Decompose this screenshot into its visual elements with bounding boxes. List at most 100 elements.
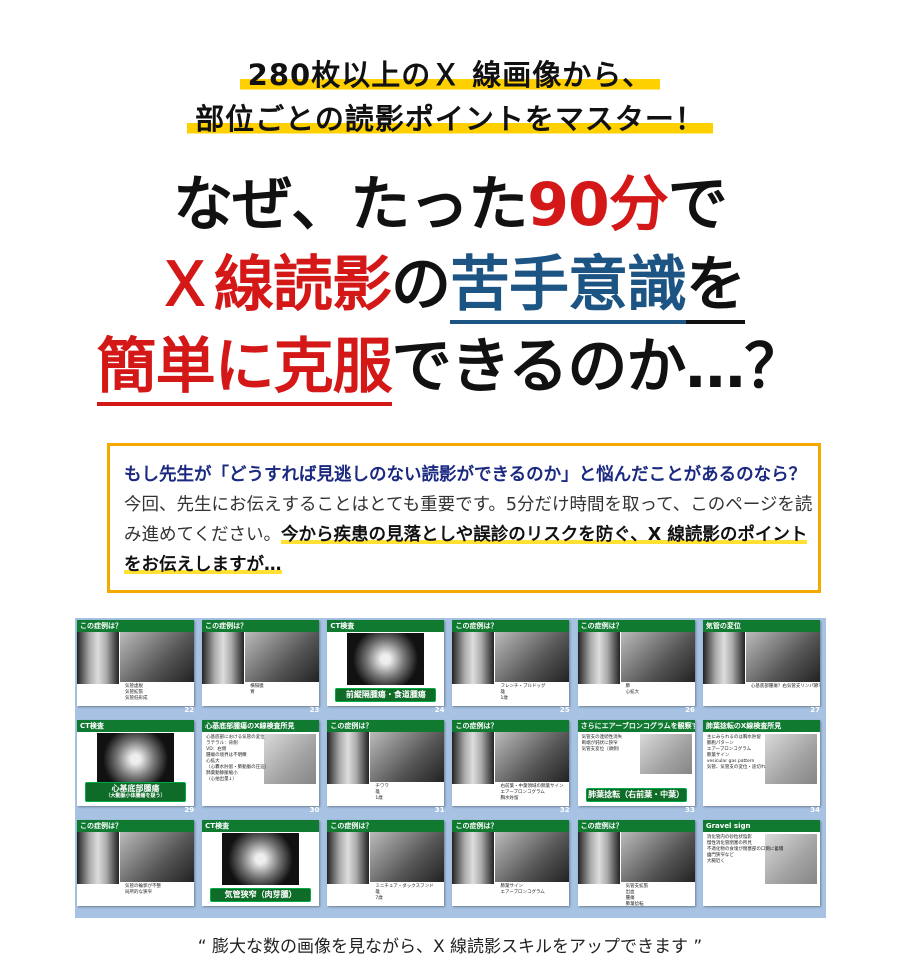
xray-image-lateral [495,732,570,782]
slide-cell: CT検査心基底部腫瘍（大動脈小体腫瘍を疑う）29 [75,718,200,818]
slide-number: 24 [434,706,445,714]
slide-bullet: 1歳 [375,796,383,801]
slide-bullet: 気管拡張 [125,690,143,695]
xray-image [639,734,692,774]
slide-cell: CT検査気管狭窄（肉芽腫） [200,818,325,918]
slide-bullet: （心嚢水貯留・肺動脈の圧迫） [206,765,270,770]
xray-image-lateral [120,632,194,682]
slide-bullet: エアーブロンコグラム [706,747,752,752]
slide-bullet: 出血 [625,890,635,895]
slide-bullet: 肺葉サイン [706,753,730,758]
xray-image-vd [577,832,620,884]
slide-bullet: 7歳 [375,896,383,901]
slide-bullet: 気管、気管支の変位・途切れ [706,765,766,770]
slide-bullet: ラテラル：背側 [206,741,238,746]
slide-bullets: 気管の輪郭が不整局所的な狭窄 [125,884,161,896]
slide-title: この症例は？ [77,620,194,632]
slide-number: 26 [685,706,695,714]
intro-text: 今回、先生にお伝えすることはとても重要です。5分だけ時間を取って、このページを読… [124,495,813,545]
slide-bullet: 局所的な狭窄 [125,890,152,895]
slide-bullet: （心拍出量↓） [206,777,237,782]
slide-title: CT検査 [77,720,194,732]
xray-image-vd [77,632,119,684]
slide-title: この症例は？ [327,820,445,832]
slide-title: この症例は？ [202,620,320,632]
slide-title: Gravel sign [702,820,820,832]
xray-image-vd [452,832,495,884]
slide-banner: 心基底部腫瘍（大動脈小体腫瘍を疑う） [85,782,186,802]
slide-bullet: 胸水貯留 [500,796,519,801]
headline-line-2: Ｘ線読影の苦手意識を [0,250,900,324]
slide-thumbnail: この症例は？気管支拡張出血腫瘍肺葉捻転 [577,820,695,906]
slide-number: 23 [309,706,320,714]
slide-bullets: 右前葉・中葉領域の肺葉サインエアーブロンコグラム胸水貯留 [500,784,563,802]
ct-image [97,733,174,785]
subheadline-line-2: 部位ごとの読影ポイントをマスター！ [0,96,900,138]
slide-bullet: 心拡大 [625,690,640,695]
slide-title: CT検査 [202,820,320,832]
subheadline-line-1: 280枚以上のＸ 線画像から、 [0,52,900,94]
slide-bullet: 雄 [375,890,380,895]
slide-bullet: 気管支拡張 [625,884,649,889]
slide-bullet: 肺胞パターン [706,741,734,746]
slide-thumbnail: この症例は？ 気管虚脱気管拡張気管低形成 [77,620,194,706]
slide-bullet: 腫瘍の境界は不明瞭 [206,753,247,758]
caption: “ 膨大な数の画像を見ながら、X 線読影スキルをアップできます ” [197,937,703,957]
ct-image [347,633,425,685]
slide-title: 肺葉捻転のX線検査所見 [702,720,820,732]
slide-title: さらにエアーブロンコグラムを観察すると [577,720,695,732]
slide-bullet: 気管低形成 [125,696,148,701]
slide-bullets: 横隔膜胃 [250,684,264,696]
headline-line-1: なぜ、たった90分で [173,170,728,240]
slide-bullet: 気管の輪郭が不整 [125,884,161,889]
slide-bullet: 胃 [250,690,255,695]
slide-title: この症例は？ [452,720,570,732]
slide-bullet: vesicular gas pattern [706,759,755,764]
slide-bullet: 気管支の連続性消失 [581,735,623,740]
xray-image-vd [577,632,620,684]
slide-bullet: 消化管内の砂粒状陰影 [706,835,752,840]
slide-bullet: 肺葉捻転 [625,902,644,906]
intro-box: もし先生が「どうすれば見逃しのない読影ができるのか」と悩んだことがあるのなら？ … [107,443,821,593]
slide-number: 34 [810,806,820,814]
xray-image-lateral [495,632,570,682]
slide-thumbnail: CT検査前縦隔腫瘍・食道腫瘍 [327,620,445,706]
slide-bullets: 心基底部腫瘍？右気管支リンパ節？ [751,684,820,690]
xray-image-lateral [370,732,445,782]
slide-bullet: VD：右側 [206,747,227,752]
slide-thumbnail: この症例は？ 横隔膜胃 [202,620,320,706]
slide-title: CT検査 [327,620,445,632]
xray-image-vd [702,632,745,684]
slide-number: 30 [309,806,320,814]
slide-thumbnail: 肺葉捻転のX線検査所見主にみられるのは胸水貯留肺胞パターンエアーブロンコグラム肺… [702,720,820,806]
slide-cell: この症例は？肺葉サインエアーブロンコグラム [450,818,575,918]
slide-title: この症例は？ [327,720,445,732]
slide-bullets: 気管支の連続性消失断端が鈍状に狭窄気管支変位（頭側） [582,735,623,753]
slide-bullets: 肺心拡大 [626,684,640,696]
slide-bullet: 心基底部腫瘍？右気管支リンパ節？ [750,684,820,689]
slide-bullet: 雄 [500,690,505,695]
slide-banner: 前縦隔腫瘍・食道腫瘍 [335,688,437,702]
slide-thumbnail: この症例は？ 右前葉・中葉領域の肺葉サインエアーブロンコグラム胸水貯留 [452,720,570,806]
slide-bullet: 心拡大 [206,759,220,764]
slide-thumbnail: この症例は？肺葉サインエアーブロンコグラム [452,820,570,906]
slide-bullet: チワワ [375,784,389,789]
slide-bullet: 気管虚脱 [125,684,143,689]
slide-bullet: 気管支変位（頭側） [581,747,623,752]
slide-bullet: 肺葉動静脈縮小 [206,771,238,776]
xray-image-lateral [495,832,570,882]
slide-bullet: フレンチ・ブルドッグ [500,684,546,689]
slide-title: この症例は？ [452,820,570,832]
slide-banner: 気管狭窄（肉芽腫） [210,888,312,902]
slide-number: 27 [810,706,820,714]
